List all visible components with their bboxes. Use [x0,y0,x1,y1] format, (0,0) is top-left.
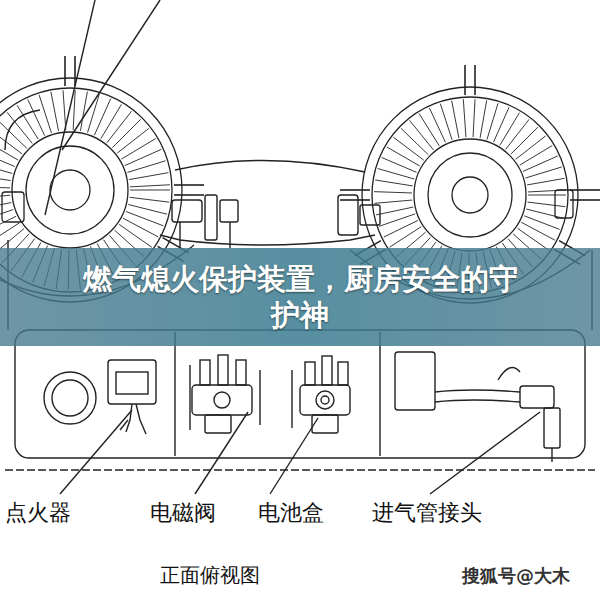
banner-title: 燃气熄火保护装置，厨房安全的守护神 [80,261,520,333]
watermark: 搜狐号@大木 [462,564,570,588]
part-name: 电磁阀 [150,498,216,528]
part-name: 电池盒 [258,498,324,528]
part-name: 进气管接头 [372,498,482,528]
view-caption: 正面俯视图 [160,562,260,589]
part-name: 点火器 [5,498,71,528]
title-banner: 燃气熄火保护装置，厨房安全的守护神 [0,248,600,346]
